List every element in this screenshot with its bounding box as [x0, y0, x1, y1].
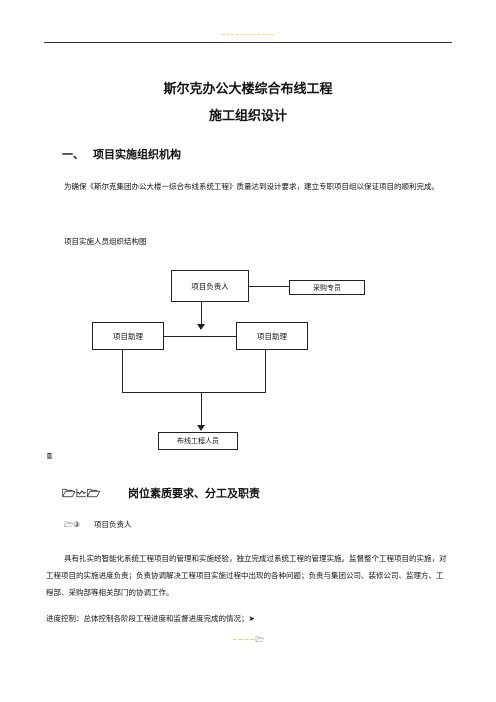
org-chart-caption: 项目实施人员组织结构图 [64, 237, 147, 246]
org-connector [164, 336, 236, 337]
progress-control-line: 进度控制：总体控制各阶段工程进度和监督进度完成的情况；➤ [46, 614, 255, 623]
header-rule [44, 42, 452, 43]
org-connector [201, 392, 202, 428]
folder-icon: 🗁🗠🗁 [62, 487, 101, 500]
folder-icon: 🗁 [255, 636, 265, 644]
org-connector [122, 392, 266, 393]
document-subtitle: 施工组织设计 [208, 109, 287, 124]
document-title: 斯尔克办公大楼综合布线工程 [163, 82, 333, 97]
page-footer: ~~~~🗁 [0, 636, 496, 647]
org-box-cabling-staff: 布线工程人员 [158, 432, 238, 450]
org-box-assistant-right: 项目助理 [236, 322, 308, 350]
section2-heading: 岗位素质要求、分工及职责 [128, 487, 260, 500]
section1-number: 一、 [62, 148, 84, 161]
footer-text: ~~~~ [231, 636, 256, 644]
section1-paragraph: 为确保《斯尔克集团办公大楼一综合布线系统工程》质量达到设计要求，建立专职项目组以… [64, 182, 439, 191]
org-connector [249, 286, 289, 287]
org-box-assistant-left: 项目助理 [92, 322, 164, 350]
calculator-icon: 🖩 [47, 452, 52, 461]
org-connector [265, 350, 266, 392]
arrow-head [197, 324, 205, 330]
section2-paragraph: 具有扎实的智能化系统工程项目的管理和实施经验，独立完成过系统工程的管理实施。监督… [46, 554, 447, 597]
subsection-title: 项目负责人 [94, 520, 132, 529]
org-box-project-manager: 项目负责人 [171, 270, 249, 302]
folder-number-icon: 🗁③ [64, 520, 81, 529]
arrow-head [197, 425, 205, 431]
org-connector [201, 302, 202, 328]
section1-heading: 项目实施组织机构 [93, 148, 181, 161]
org-connector [122, 350, 123, 392]
org-box-procurement: 采购专员 [289, 280, 365, 295]
page-header-text: ~~~~~~~~~~~~ [221, 32, 275, 38]
